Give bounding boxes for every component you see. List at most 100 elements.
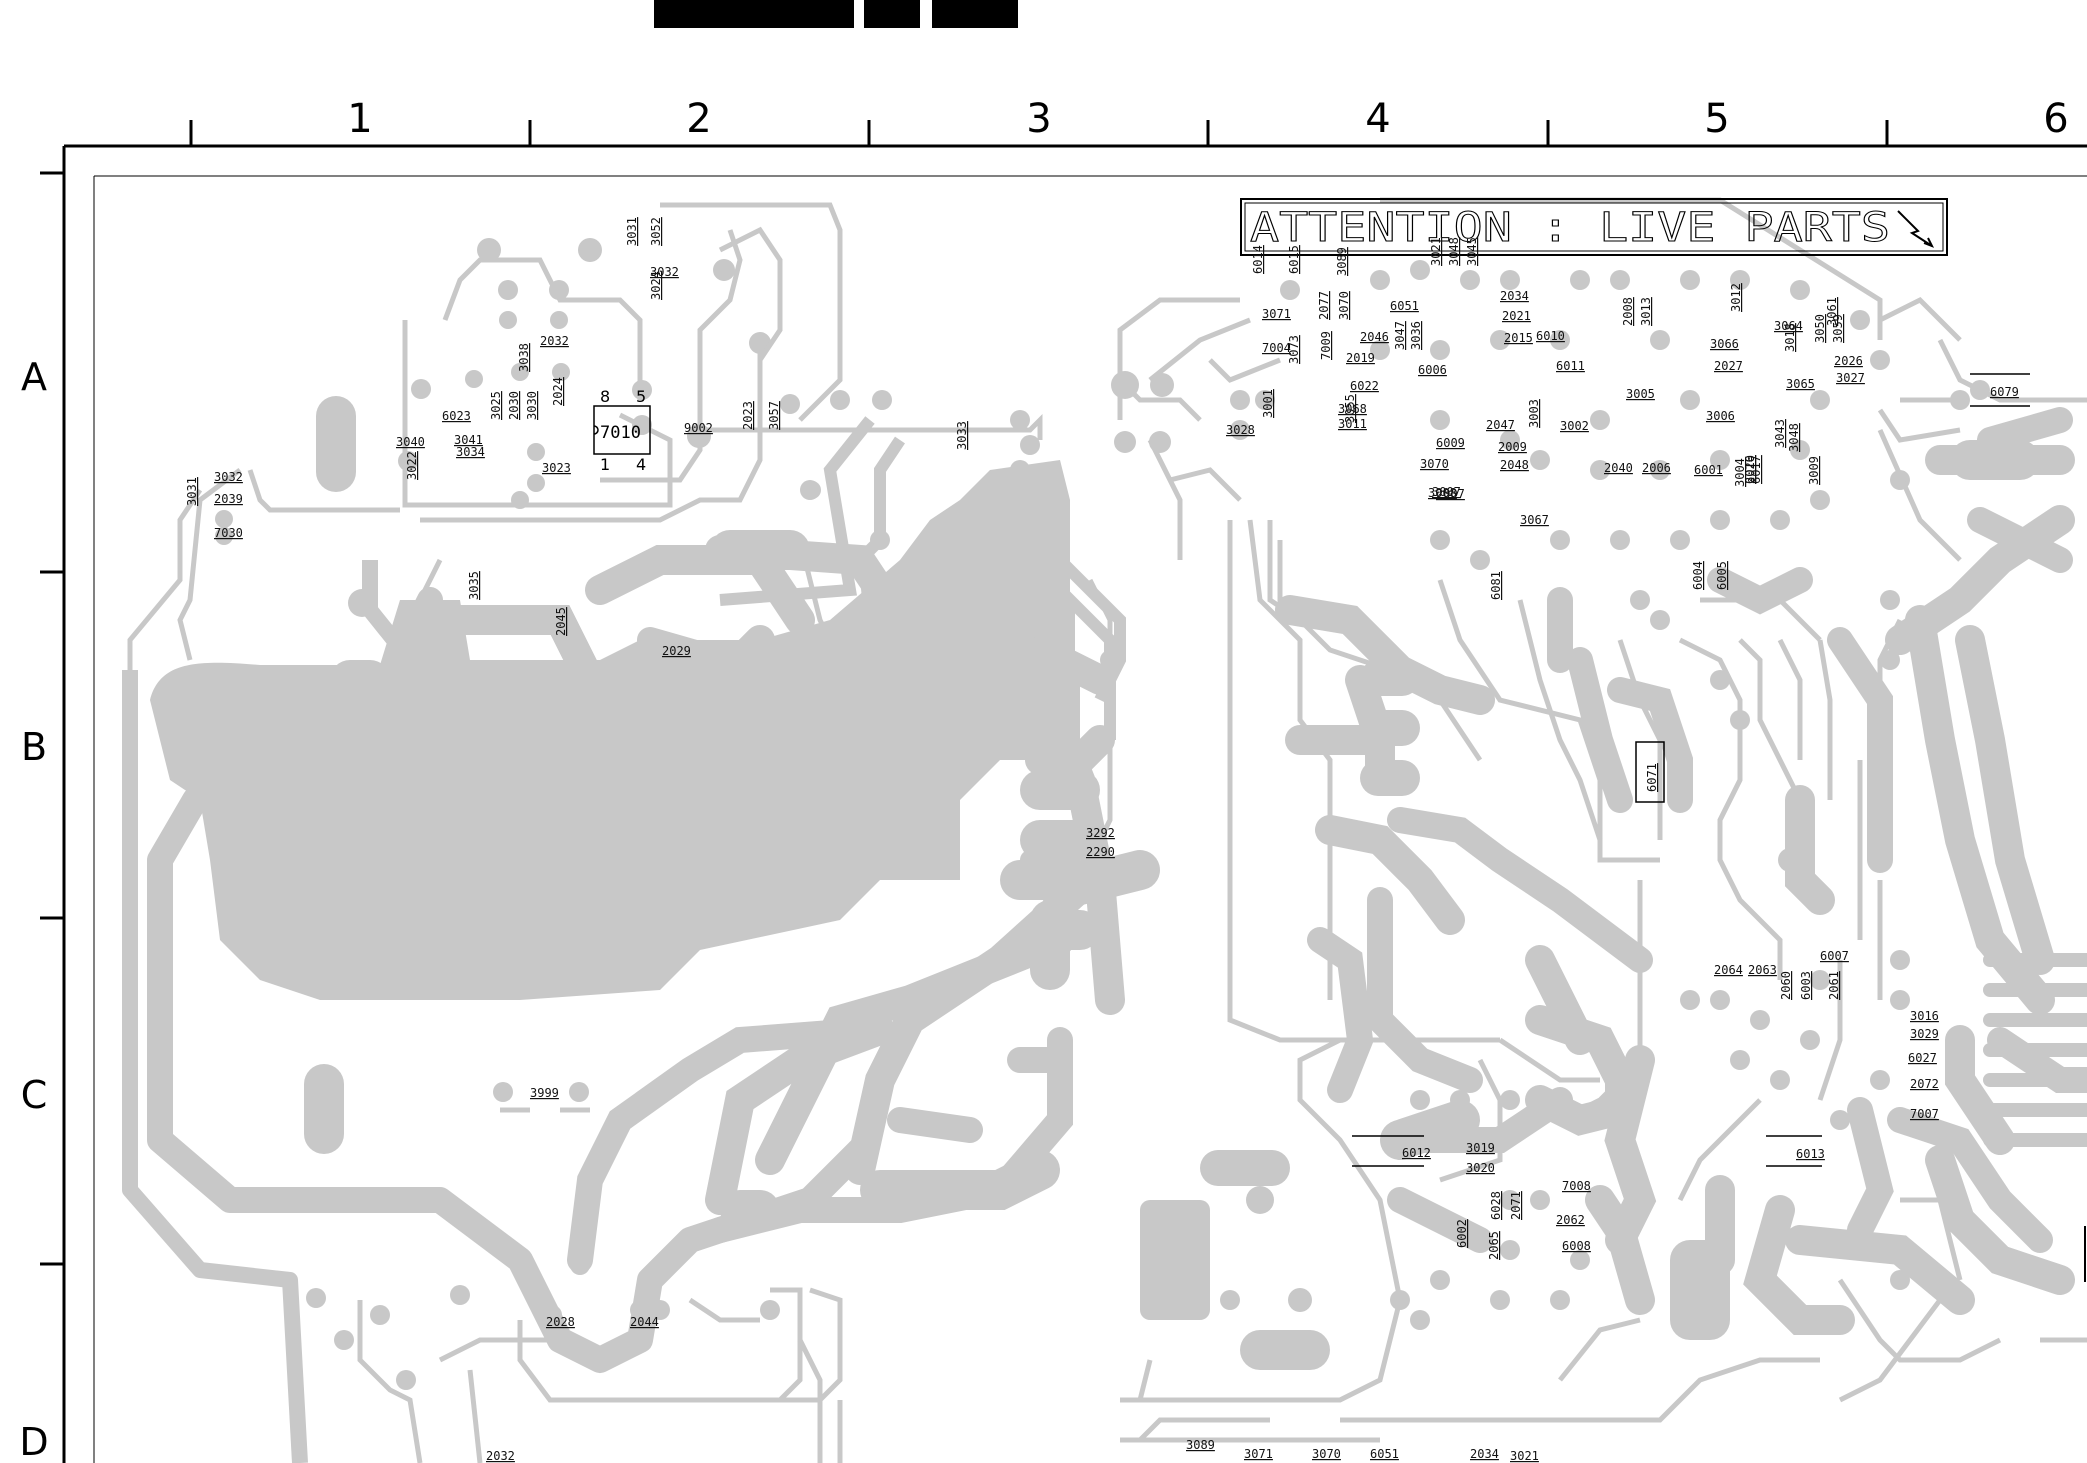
- component-ref-label: 3005: [1626, 387, 1655, 401]
- ic-7010-pin: 1: [600, 455, 610, 474]
- component-ref-label: 3020: [1466, 1161, 1495, 1175]
- title-bar-block: [864, 0, 920, 28]
- component-ref-label: 6002: [1455, 1219, 1469, 1248]
- component-ref-label: 3029: [1910, 1027, 1939, 1041]
- component-ref-label: 3025: [489, 391, 503, 420]
- component-ref-label: 2034: [1470, 1447, 1499, 1461]
- component-ref-label: 2034: [1500, 289, 1529, 303]
- component-ref-label: 2290: [1086, 845, 1115, 859]
- component-ref-label: 3043: [1773, 419, 1787, 448]
- component-ref-label: 3066: [1710, 337, 1739, 351]
- component-ref-label: 3001: [1261, 389, 1275, 418]
- column-label: 5: [1704, 96, 1729, 142]
- copper-layer: [122, 197, 2087, 1463]
- component-ref-label: 3021: [1429, 237, 1443, 266]
- row-ticks: [40, 171, 64, 1266]
- component-ref-label: 3038: [517, 343, 531, 372]
- component-ref-label: 2063: [1748, 963, 1777, 977]
- inner-board-outline: [93, 175, 2087, 1463]
- component-ref-label: 6010: [1536, 329, 1565, 343]
- component-ref-label: 2061: [1827, 971, 1841, 1000]
- component-ref-label: 3034: [456, 445, 485, 459]
- component-ref-label: 2060: [1779, 971, 1793, 1000]
- component-ref-label: 3003: [1527, 399, 1541, 428]
- component-ref-label: 2062: [1556, 1213, 1585, 1227]
- component-ref-label: 6013: [1796, 1147, 1825, 1161]
- lightning-arrow-icon: [1897, 210, 1935, 248]
- component-ref-label: 6012: [1402, 1146, 1431, 1160]
- component-ref-label: 2028: [546, 1315, 575, 1329]
- ic-7010-label: 7010: [600, 423, 641, 443]
- component-ref-label: 2040: [1604, 461, 1633, 475]
- component-ref-label: 2007: [1436, 487, 1465, 501]
- component-ref-label: 7007: [1910, 1107, 1939, 1121]
- component-ref-label: 2072: [1910, 1077, 1939, 1091]
- component-ref-label: 2026: [1834, 354, 1863, 368]
- component-ref-label: 2027: [1714, 359, 1743, 373]
- component-ref-label: 3064: [1774, 319, 1803, 333]
- component-ref-label: 6023: [442, 409, 471, 423]
- component-ref-label: 6006: [1418, 363, 1447, 377]
- component-ref-label: 3065: [1786, 377, 1815, 391]
- component-ref-label: 3008: [1428, 486, 1457, 500]
- component-ref-label: 3016: [1910, 1009, 1939, 1023]
- component-ref-label: 7004: [1262, 341, 1291, 355]
- row-label: B: [21, 725, 47, 769]
- title-bar-block: [932, 0, 1018, 28]
- component-ref-label: 3073: [1287, 335, 1301, 364]
- component-ref-label: 6079: [1990, 385, 2019, 399]
- component-ref-label: 6011: [1556, 359, 1585, 373]
- component-ref-label: 3023: [542, 461, 571, 475]
- component-ref-label: 6008: [1562, 1239, 1591, 1253]
- component-ref-label: 3070: [1312, 1447, 1341, 1461]
- component-ref-label: 7009: [1319, 331, 1333, 360]
- component-ref-label: 6015: [1287, 245, 1301, 274]
- component-ref-label: 3032: [650, 265, 679, 279]
- component-ref-label: 3031: [625, 217, 639, 246]
- component-ref-label: 2032: [486, 1449, 515, 1463]
- component-ref-label: 3041: [454, 433, 483, 447]
- component-ref-label: 2032: [540, 334, 569, 348]
- component-ref-label: 6020: [1743, 455, 1757, 484]
- component-ref-label: 2009: [1498, 440, 1527, 454]
- component-outlines: [593, 198, 2086, 1282]
- warning-box-inner: [1244, 202, 1944, 252]
- component-ref-label: 6051: [1370, 1447, 1399, 1461]
- ic-7010-pin: 5: [636, 387, 646, 406]
- component-ref-label: 6022: [1350, 379, 1379, 393]
- component-ref-label: 3071: [1262, 307, 1291, 321]
- component-ref-label: 6051: [1390, 299, 1419, 313]
- warning-box: [1240, 198, 1948, 256]
- component-ref-label: 3013: [1639, 297, 1653, 326]
- component-ref-label: 3067: [1520, 513, 1549, 527]
- component-ref-label: 3021: [1510, 1449, 1539, 1463]
- ic-7010-pin: 4: [636, 455, 646, 474]
- component-ref-label: 6009: [1436, 436, 1465, 450]
- component-ref-label: 2016: [1743, 455, 1757, 484]
- component-ref-label: 3045: [1465, 237, 1479, 266]
- component-ref-label: 3071: [1244, 1447, 1273, 1461]
- column-label: 1: [347, 96, 372, 142]
- column-label: 6: [2043, 96, 2068, 142]
- component-ref-label: 2064: [1714, 963, 1743, 977]
- component-ref-label: 2047: [1486, 418, 1515, 432]
- component-ref-label: 6007: [1820, 949, 1849, 963]
- column-label: 4: [1365, 96, 1390, 142]
- component-ref-label: 3089: [1186, 1438, 1215, 1452]
- component-ref-label: 6027: [1908, 1051, 1937, 1065]
- component-ref-label: 3050: [1813, 314, 1827, 343]
- component-ref-label: 3055: [1343, 394, 1357, 423]
- component-ref-label: 6001: [1694, 463, 1723, 477]
- component-ref-label: 2048: [1500, 458, 1529, 472]
- component-ref-label: 3089: [1335, 247, 1349, 276]
- component-ref-label: 2015: [1504, 331, 1533, 345]
- component-ref-label: 3033: [955, 421, 969, 450]
- component-ref-label: 6004: [1691, 561, 1705, 590]
- component-ref-label: 3031: [185, 477, 199, 506]
- live-parts-warning: ATTENTION : LIVE PARTS: [1250, 205, 1890, 251]
- component-ref-label: 3070: [1420, 457, 1449, 471]
- component-ref-label: 6028: [1489, 1191, 1503, 1220]
- component-ref-label: 2023: [741, 401, 755, 430]
- component-ref-label: 6081: [1489, 571, 1503, 600]
- component-ref-label: 2029: [662, 644, 691, 658]
